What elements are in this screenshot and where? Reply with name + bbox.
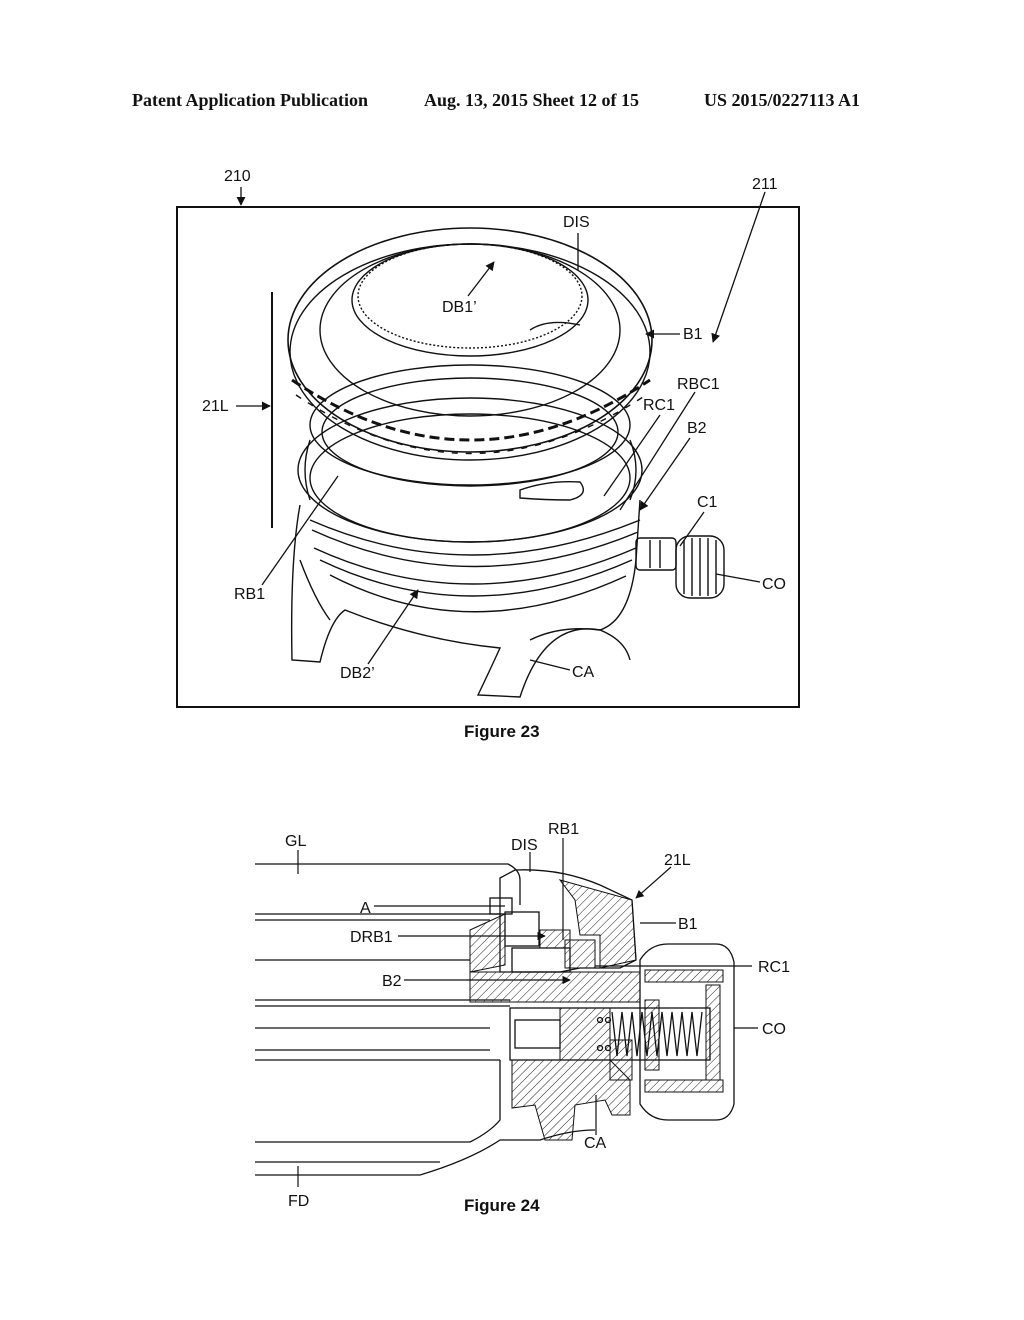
figure-24-caption: Figure 24	[464, 1196, 540, 1215]
label-RB1: RB1	[234, 586, 265, 603]
label-DB1-prime: DB1’	[442, 299, 477, 316]
label-DIS: DIS	[563, 214, 590, 231]
crown-tube	[635, 537, 677, 571]
figure-23-drawing: 210 211 DIS DB1’ B1 21L RBC1 RC1 B2 C1 C…	[176, 168, 800, 708]
label-CA-24: CA	[584, 1135, 607, 1152]
label-C1: C1	[697, 494, 718, 511]
bezel-ring-outer	[287, 227, 653, 453]
crown-spring	[611, 1011, 703, 1057]
figure-23-caption: Figure 23	[464, 722, 540, 741]
publication-number: US 2015/0227113 A1	[704, 90, 861, 110]
label-CO-24: CO	[762, 1021, 786, 1038]
label-211: 211	[752, 176, 778, 193]
ring-section-B2	[469, 971, 641, 1003]
publication-type: Patent Application Publication	[132, 90, 369, 110]
crown	[675, 535, 725, 599]
figure-24-drawing: GL DIS RB1 21L A B1 DRB1 B2 RC1 CO CA FD	[255, 821, 790, 1210]
label-RC1: RC1	[643, 397, 675, 414]
bezel-section	[558, 879, 637, 969]
label-DB2-prime: DB2’	[340, 665, 375, 682]
publication-date-sheet: Aug. 13, 2015 Sheet 12 of 15	[424, 90, 639, 110]
label-DIS-24: DIS	[511, 837, 538, 854]
label-21L-24: 21L	[664, 852, 691, 869]
bezel-ring-inner	[319, 243, 621, 417]
label-210: 210	[224, 168, 251, 185]
label-GL: GL	[285, 833, 306, 850]
glass-layer	[255, 863, 521, 905]
figure-23-frame	[176, 206, 800, 708]
label-B1-24: B1	[678, 916, 698, 933]
case-bottom-profile	[255, 1129, 596, 1176]
label-DRB1: DRB1	[350, 929, 393, 946]
label-21L: 21L	[202, 398, 229, 415]
crown-stem	[509, 1007, 711, 1061]
page-header: Patent Application Publication Aug. 13, …	[132, 90, 892, 114]
label-A: A	[360, 900, 371, 917]
crown-outline	[639, 943, 735, 1121]
label-B2-24: B2	[382, 973, 402, 990]
label-RC1-24: RC1	[758, 959, 790, 976]
label-CA: CA	[572, 664, 595, 681]
label-B2: B2	[687, 420, 707, 437]
label-RBC1: RBC1	[677, 376, 720, 393]
label-RB1-24: RB1	[548, 821, 579, 838]
label-B1: B1	[683, 326, 703, 343]
label-FD: FD	[288, 1193, 309, 1210]
label-CO: CO	[762, 576, 786, 593]
